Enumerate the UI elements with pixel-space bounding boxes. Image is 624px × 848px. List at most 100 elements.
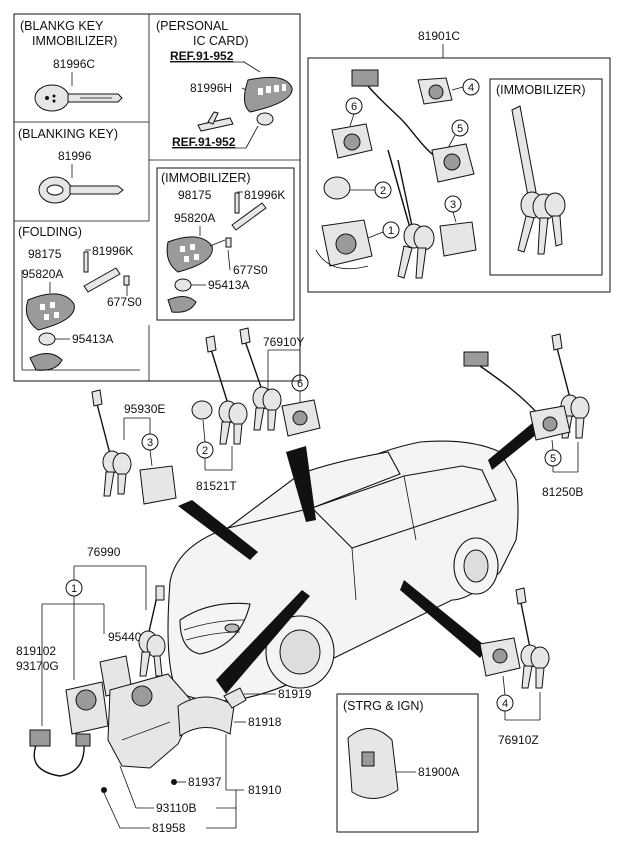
panel-strg-ign: (STRG & IGN) 81900A: [336, 693, 479, 833]
connector-icon: [351, 69, 379, 87]
ref-label[interactable]: REF.91-952: [170, 49, 234, 63]
car-icon: [167, 440, 519, 702]
connector-icon: [29, 729, 51, 747]
part-label: 95440I: [108, 630, 145, 644]
part-label: 76990: [87, 545, 121, 559]
callout: 4: [468, 82, 474, 94]
part-label: 81996K: [244, 188, 285, 202]
group-81250b: 5 81250B: [463, 333, 590, 499]
coin-battery: [38, 332, 56, 346]
blade-icon: [83, 267, 121, 293]
set-81901c: 81901C (IMMOBILIZER) 4 6 5: [307, 29, 611, 293]
small-part: [123, 275, 130, 286]
lock-cylinder-icon: [417, 77, 453, 105]
pin-icon: [234, 192, 240, 214]
part-label: 93110B: [156, 801, 196, 815]
part-label: 81996: [58, 149, 92, 163]
fob-icon: [25, 293, 75, 331]
lock-cylinder-icon: [281, 399, 321, 437]
lock-cylinder-icon: [65, 681, 109, 735]
part-label: 81937: [188, 775, 222, 789]
callout: 1: [388, 225, 394, 237]
panel-immobilizer-small: (IMMOBILIZER) 98175 81996K 95820A 677S0 …: [161, 171, 285, 313]
panel-title: (BLANKG KEY: [20, 19, 104, 33]
callout: 2: [202, 445, 208, 457]
subframe-title: (IMMOBILIZER): [496, 83, 586, 97]
part-label: 81901C: [418, 29, 460, 43]
key-icon: [38, 176, 124, 204]
blade-icon: [231, 202, 267, 231]
panel-title-2: IC CARD): [193, 34, 249, 48]
callout: 2: [380, 185, 386, 197]
lock-cylinder-icon: [479, 637, 521, 677]
bolt-icon: [171, 779, 177, 785]
small-part: [225, 237, 232, 248]
part-label: 93170G: [16, 659, 59, 673]
part-label: 81958: [152, 821, 186, 835]
part-label: 81521T: [196, 479, 237, 493]
immobilizer-subframe: [489, 78, 603, 276]
panel-title-2: IMMOBILIZER): [32, 34, 117, 48]
part-label: 95820A: [22, 267, 63, 281]
fob-case-icon: [167, 296, 197, 313]
part-label: 95930E: [124, 402, 165, 416]
module-icon: [439, 221, 477, 257]
part-label: 819102: [16, 644, 56, 658]
cap-icon: [191, 400, 213, 420]
panel-title: (FOLDING): [18, 225, 82, 239]
part-label: 81250B: [542, 485, 583, 499]
panel-group-left: [13, 13, 301, 382]
panel-title: (BLANKING KEY): [18, 127, 118, 141]
callout: 5: [457, 123, 463, 135]
part-label: 76910Z: [498, 733, 539, 747]
lock-cylinder-icon: [315, 219, 373, 270]
fob-icon: [244, 76, 293, 113]
strg-ign-frame: [336, 693, 479, 833]
beam-group: [178, 420, 542, 694]
bolt-icon: [101, 787, 107, 793]
panel-personal-ic-card: (PERSONAL IC CARD) REF.91-952 81996H REF…: [156, 19, 293, 149]
callout: 1: [71, 583, 77, 595]
pin-icon: [83, 251, 89, 273]
cap-icon: [323, 176, 351, 200]
part-label: 95413A: [72, 332, 113, 346]
part-label: 98175: [178, 188, 212, 202]
callout-circle: [451, 119, 469, 137]
group-76910z: 4 76910Z: [479, 587, 550, 747]
ref-label-2[interactable]: REF.91-952: [172, 135, 236, 149]
panel-title: (STRG & IGN): [343, 699, 424, 713]
panel-blanking-key: (BLANKING KEY) 81996: [18, 127, 124, 204]
coin-battery: [256, 112, 274, 126]
set-frame: [307, 57, 611, 293]
group-81521t: 2 81521T: [191, 335, 248, 493]
module-icon: [139, 465, 177, 505]
panel-blankg-key-immobilizer: (BLANKG KEY IMMOBILIZER) 81996C: [20, 19, 123, 112]
part-label: 81996H: [190, 81, 232, 95]
panel-title: (PERSONAL: [156, 19, 228, 33]
part-label: 81918: [248, 715, 282, 729]
part-label: 677S0: [107, 295, 142, 309]
part-label: 81996C: [53, 57, 95, 71]
callout: 6: [351, 101, 357, 113]
ic-card-icon: [197, 111, 234, 132]
callout: 4: [502, 698, 508, 710]
part-label: 81910: [248, 783, 282, 797]
immobilizer-small-frame: [156, 167, 295, 321]
bulb-icon: [223, 687, 247, 709]
part-label: 98175: [28, 247, 62, 261]
callout: 3: [450, 199, 456, 211]
panel-title: (IMMOBILIZER): [161, 171, 251, 185]
part-label: 677S0: [233, 263, 268, 277]
connector-icon: [463, 351, 489, 367]
part-label: 95820A: [174, 211, 215, 225]
fob-case-icon: [29, 353, 63, 371]
part-label: 81900A: [418, 765, 459, 779]
part-label: 95413A: [208, 278, 249, 292]
bracket-icon: [177, 696, 235, 737]
part-label: 81996K: [92, 244, 133, 258]
coin-battery: [174, 278, 192, 292]
group-76910y: 76910Y 6: [239, 327, 321, 437]
group-76990: 76990 1 819102 93170G 95440I: [16, 545, 312, 835]
lock-cylinder-icon: [431, 143, 475, 183]
